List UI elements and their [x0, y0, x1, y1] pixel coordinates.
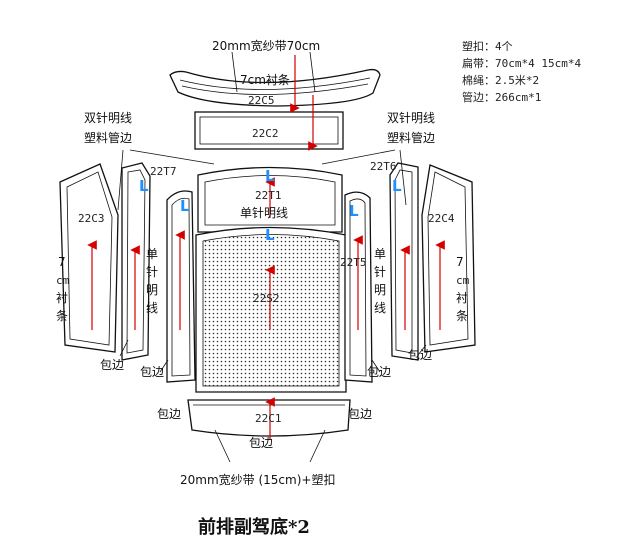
edge-bottom-left: 包边: [157, 407, 181, 421]
svg-text:7: 7: [58, 255, 66, 269]
svg-text:线: 线: [146, 301, 158, 315]
l-marks: L L L L L L: [139, 167, 402, 244]
grain-arrows: [87, 55, 445, 440]
svg-text:L: L: [349, 202, 359, 220]
edge-bottom-right: 包边: [348, 407, 372, 421]
spec-line: 扁带：70cm*4 15cm*4: [462, 57, 581, 70]
svg-text:衬: 衬: [56, 291, 68, 305]
leader-lines: [117, 51, 427, 463]
edge-bottom-center: 包边: [249, 436, 273, 450]
piece-22c3: [59, 163, 119, 353]
label-22s2: 22S2: [253, 292, 280, 305]
note-top-strip: 7cm衬条: [240, 73, 290, 87]
piece-22c1: [187, 399, 351, 437]
edge-left-inner: 包边: [140, 365, 164, 379]
note-left-double-2: 塑料管边: [84, 130, 132, 145]
note-left-single: 单 针 明 线: [146, 247, 158, 315]
svg-text:衬: 衬: [456, 291, 468, 305]
svg-text:cm: cm: [56, 274, 70, 287]
label-22t1: 22T1: [255, 189, 282, 202]
note-left-double-1: 双针明线: [84, 110, 132, 125]
svg-text:单: 单: [146, 247, 158, 261]
svg-text:L: L: [265, 167, 275, 185]
svg-text:L: L: [392, 177, 402, 195]
spec-line: 棉绳：2.5米*2: [462, 73, 539, 87]
spec-line: 塑扣：4个: [462, 39, 513, 53]
svg-text:线: 线: [374, 301, 386, 315]
piece-22c2: [194, 111, 344, 150]
piece-22s2: [195, 226, 347, 393]
label-22c5: 22C5: [248, 94, 275, 107]
label-22c2: 22C2: [252, 127, 279, 140]
piece-22t7: [121, 162, 151, 361]
svg-text:L: L: [139, 177, 149, 195]
svg-text:条: 条: [56, 309, 68, 323]
label-22c1: 22C1: [255, 412, 282, 425]
note-center-single: 单针明线: [240, 205, 288, 220]
label-22c4: 22C4: [428, 212, 455, 225]
note-bottom-tape: 20mm宽纱带 (15cm)+塑扣: [180, 472, 335, 487]
note-right-single: 单 针 明 线: [374, 247, 386, 315]
note-right-double-2: 塑料管边: [387, 130, 435, 145]
note-left-strip: 7 cm 衬 条: [56, 255, 70, 323]
svg-text:L: L: [180, 197, 190, 215]
piece-22c5: [169, 68, 381, 107]
svg-text:明: 明: [374, 283, 386, 297]
svg-text:L: L: [265, 226, 275, 244]
svg-text:条: 条: [456, 309, 468, 323]
piece-22c4: [421, 164, 476, 353]
piece-22t6: [389, 162, 419, 361]
diagram-title: 前排副驾底*2: [198, 516, 310, 538]
edge-right-inner: 包边: [367, 365, 391, 379]
note-right-double-1: 双针明线: [387, 110, 435, 125]
note-right-strip: 7 cm 衬 条: [456, 255, 470, 323]
svg-text:针: 针: [374, 264, 386, 279]
spec-line: 管边：266cm*1: [462, 90, 541, 104]
note-top-tape: 20mm宽纱带70cm: [212, 38, 320, 53]
svg-text:明: 明: [146, 283, 158, 297]
svg-text:单: 单: [374, 247, 386, 261]
edge-right-outer: 包边: [408, 348, 432, 362]
label-22t5: 22T5: [340, 256, 367, 269]
piece-left-side: [166, 190, 196, 383]
specs-block: 塑扣：4个 扁带：70cm*4 15cm*4 棉绳：2.5米*2 管边：266c…: [462, 39, 581, 104]
svg-text:7: 7: [456, 255, 464, 269]
svg-text:针: 针: [146, 264, 158, 279]
label-22t7: 22T7: [150, 165, 177, 178]
edge-left-outer: 包边: [100, 358, 124, 372]
svg-text:cm: cm: [456, 274, 470, 287]
label-22c3: 22C3: [78, 212, 105, 225]
label-22t6: 22T6: [370, 160, 397, 173]
